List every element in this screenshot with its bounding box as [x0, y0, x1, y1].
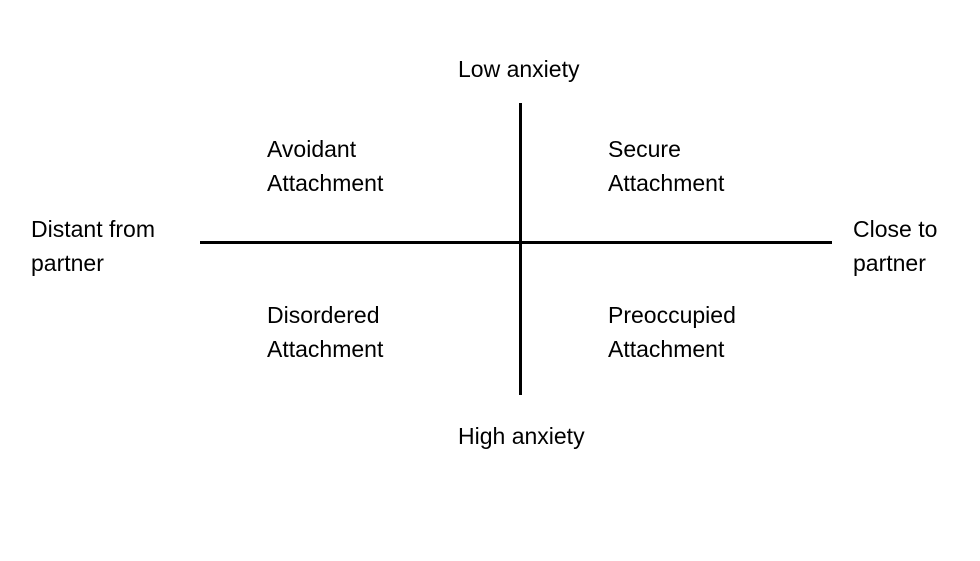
quadrant-preoccupied-line-1: Preoccupied	[608, 302, 736, 328]
horizontal-axis-line	[200, 241, 832, 244]
axis-label-right-line-2: partner	[853, 250, 926, 276]
vertical-axis-line	[519, 103, 522, 395]
quadrant-preoccupied: Preoccupied Attachment	[608, 298, 736, 366]
quadrant-secure-line-1: Secure	[608, 136, 681, 162]
quadrant-secure-line-2: Attachment	[608, 170, 725, 196]
axis-label-left-line-1: Distant from	[31, 216, 155, 242]
quadrant-avoidant-line-2: Attachment	[267, 170, 384, 196]
quadrant-disordered-line-1: Disordered	[267, 302, 380, 328]
quadrant-avoidant-line-1: Avoidant	[267, 136, 357, 162]
axis-label-top: Low anxiety	[458, 56, 580, 82]
axis-label-left-line-2: partner	[31, 250, 104, 276]
axis-label-right-line-1: Close to	[853, 216, 938, 242]
axis-label-left: Distant from partner	[31, 212, 155, 280]
quadrant-preoccupied-line-2: Attachment	[608, 336, 725, 362]
quadrant-disordered: Disordered Attachment	[267, 298, 383, 366]
quadrant-avoidant: Avoidant Attachment	[267, 132, 383, 200]
quadrant-secure: Secure Attachment	[608, 132, 724, 200]
quadrant-disordered-line-2: Attachment	[267, 336, 384, 362]
axis-label-bottom: High anxiety	[458, 423, 585, 449]
axis-label-right: Close to partner	[853, 212, 937, 280]
